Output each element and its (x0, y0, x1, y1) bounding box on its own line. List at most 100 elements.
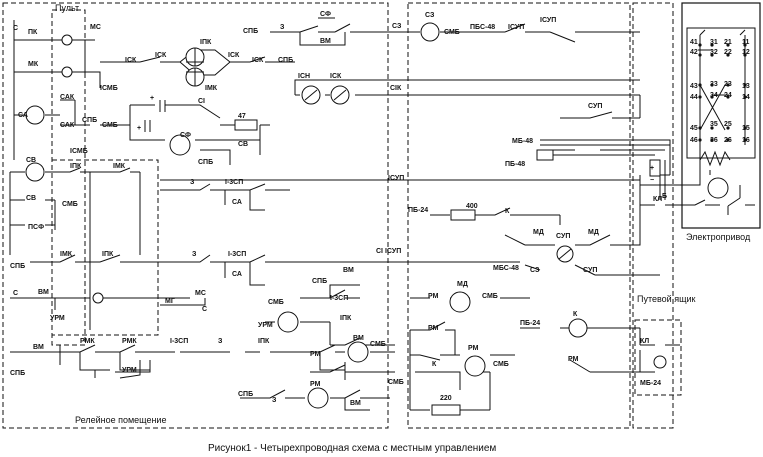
label-vm5: ВМ (353, 335, 364, 342)
terminal-36: 36 (710, 137, 718, 144)
terminal-11: 11 (742, 39, 750, 46)
cable-column-border (632, 2, 674, 429)
label-s3: С (202, 306, 207, 313)
label-sa1: СА (18, 112, 28, 119)
label-psf: ПСФ (28, 224, 44, 231)
terminal-34: 34 (710, 92, 718, 99)
label-kl1: КЛ (653, 196, 662, 203)
label-spb6: СПБ (312, 278, 327, 285)
label-isk4: IСК (252, 57, 264, 64)
console-label: Пульт (55, 3, 79, 13)
label-mk1: МК (28, 61, 39, 68)
relay-kl-track (653, 355, 667, 369)
terminal-35: 35 (710, 121, 718, 128)
label-b1: Б (662, 193, 667, 200)
label-md3: МД (457, 281, 468, 288)
label-sa2: СА (232, 199, 242, 206)
label-isup3: IСУП (388, 175, 404, 182)
resistor-220 (431, 404, 461, 416)
label-rm1: РМ (428, 293, 439, 300)
relay-room-label: Релейное помещение (75, 415, 166, 425)
label-rmk1: РМК (80, 338, 95, 345)
figure-caption: Рисунок1 - Четырехпроводная схема с мест… (208, 443, 496, 454)
relay-sv (25, 162, 45, 182)
terminal-14: 14 (742, 94, 750, 101)
label-urm1: УРМ (50, 315, 65, 322)
label-sup1: СУП (588, 103, 602, 110)
label-ipk1: IПК (200, 39, 212, 46)
track-box-label-1: Путевой ящик (637, 294, 696, 304)
label-smb2: СМБ (444, 29, 460, 36)
terminal-45: 45 (690, 125, 698, 132)
label-vm2: ВМ (38, 289, 49, 296)
label-plus1: + (150, 95, 154, 102)
label-rm4: РМ (428, 325, 439, 332)
label-sf2: СФ (180, 132, 191, 139)
label-kl2: КЛ (640, 338, 649, 345)
label-sz2: СЗ (530, 267, 540, 274)
label-rm6: РМ (310, 381, 321, 388)
relay-sa (25, 105, 45, 125)
label-imk1: IМК (205, 85, 218, 92)
label-ms2: МС (195, 290, 206, 297)
label-smb8: СМБ (493, 361, 509, 368)
drive-frame (681, 2, 761, 229)
label-sz-relay: СЗ (425, 12, 435, 19)
label-smb4: СМБ (62, 201, 78, 208)
label-md1: МД (533, 229, 544, 236)
label-i3sp2: I-3СП (228, 251, 246, 258)
label-isup1: IСУП (508, 24, 524, 31)
terminal-12: 12 (742, 49, 750, 56)
label-sak1: САК (60, 94, 75, 101)
label-spb3: СПБ (198, 159, 213, 166)
label-isk3: IСК (228, 52, 240, 59)
label-sv1: СВ (238, 141, 248, 148)
label-ismb: IСМБ (100, 85, 118, 92)
label-plus2: + (137, 125, 141, 132)
label-smb6: СМБ (482, 293, 498, 300)
label-sa3: СА (232, 271, 242, 278)
drive-contact-dots (698, 43, 747, 142)
label-ipk3: IПК (102, 251, 114, 258)
label-z5: З (272, 397, 277, 404)
drive-terminal-labels: 41 31 21 11 42 32 22 12 43 33 23 13 44 3… (690, 39, 750, 144)
fuse-mb48 (536, 149, 554, 161)
label-urm3: УРМ (122, 367, 137, 374)
label-vm1: ВМ (320, 38, 331, 45)
label-k1: К (505, 208, 510, 215)
label-sik1: СIК (390, 85, 402, 92)
label-pbs48: ПБС-48 (470, 24, 495, 31)
label-mg: МГ (165, 298, 175, 305)
label-spb7: СПБ (238, 391, 253, 398)
label-plus-kl: + (650, 165, 654, 172)
label-isup2: IСУП (540, 17, 556, 24)
region-labels: Пульт Релейное помещение Путевой ящик Эл… (55, 3, 751, 454)
field-cable-border (407, 2, 631, 429)
lamp-mk (61, 66, 73, 78)
label-sz1: СЗ (392, 23, 402, 30)
relay-sz (420, 22, 440, 42)
label-ismb2: IСМБ (70, 148, 88, 155)
label-rm5: РМ (468, 345, 479, 352)
relay-md (449, 291, 471, 313)
label-k3: К (432, 361, 437, 368)
label-sv3: СВ (26, 195, 36, 202)
label-sak2: САК (60, 122, 75, 129)
label-ipk4: IПК (340, 315, 352, 322)
label-r220: 220 (440, 395, 452, 402)
label-s1: С (13, 25, 18, 32)
label-rm3: РМ (310, 351, 321, 358)
console-lower-border (51, 159, 159, 336)
label-mb48: МБ-48 (512, 138, 533, 145)
terminal-21: 21 (724, 39, 732, 46)
drive-label: Электропривод (686, 232, 751, 242)
wiring (9, 17, 755, 411)
label-pk1: ПК (28, 29, 38, 36)
label-isk1: IСК (125, 57, 137, 64)
console-border (51, 9, 86, 346)
label-r400: 400 (466, 203, 478, 210)
label-smb3: СМБ (102, 122, 118, 129)
label-rm2: РМ (568, 356, 579, 363)
terminal-41: 41 (690, 39, 698, 46)
